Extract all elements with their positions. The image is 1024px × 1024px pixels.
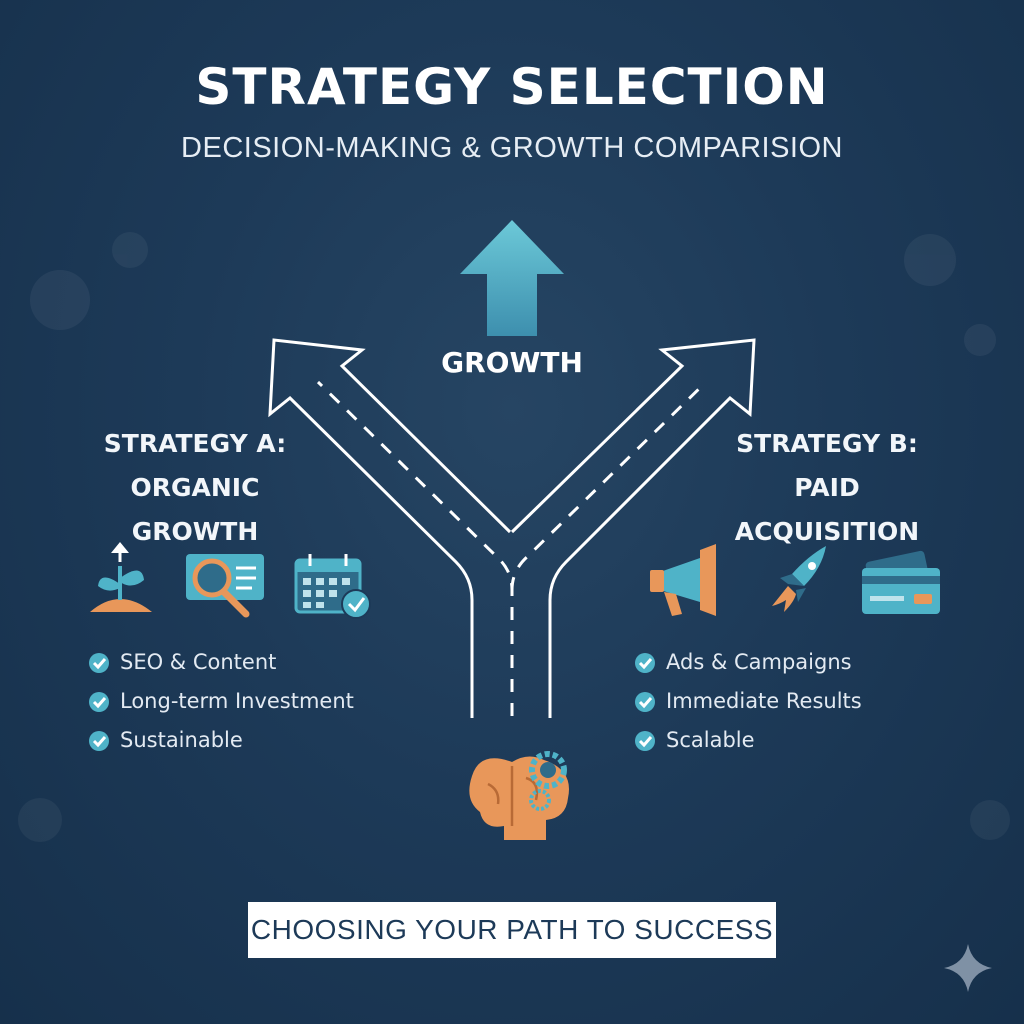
page-title: STRATEGY SELECTION	[195, 58, 829, 116]
calendar-check-icon	[294, 554, 371, 619]
credit-card-icon	[862, 550, 940, 614]
list-item: Sustainable	[88, 721, 354, 760]
strategy-b-heading-line1: STRATEGY B:	[736, 429, 918, 458]
growth-label: GROWTH	[441, 346, 583, 379]
seedling-growth-icon	[90, 542, 152, 612]
strategy-a-heading: STRATEGY A: ORGANIC GROWTH	[70, 422, 320, 554]
list-item: Long-term Investment	[88, 682, 354, 721]
list-item: Immediate Results	[634, 682, 862, 721]
page-subtitle: DECISION-MAKING & GROWTH COMPARISION	[181, 132, 843, 164]
check-icon	[89, 653, 109, 673]
list-item-label: SEO & Content	[120, 650, 277, 674]
strategy-a-list: SEO & Content Long-term Investment Susta…	[88, 643, 354, 760]
background-speckles	[18, 232, 1010, 842]
check-icon	[89, 692, 109, 712]
check-icon	[635, 692, 655, 712]
check-icon	[89, 731, 109, 751]
strategy-a-path-arrow	[268, 338, 512, 718]
strategy-b-heading: STRATEGY B: PAID ACQUISITION	[702, 422, 952, 554]
strategy-b-list: Ads & Campaigns Immediate Results Scalab…	[634, 643, 862, 760]
check-icon	[635, 731, 655, 751]
strategy-b-heading-line2: PAID ACQUISITION	[734, 473, 920, 546]
list-item-label: Scalable	[666, 728, 755, 752]
list-item-label: Immediate Results	[666, 689, 862, 713]
road-dashes	[316, 380, 708, 716]
list-item-label: Long-term Investment	[120, 689, 354, 713]
magnifier-document-icon	[186, 554, 264, 618]
strategy-b-path-arrow	[510, 338, 756, 718]
megaphone-icon	[650, 544, 716, 616]
rocket-icon	[772, 546, 826, 612]
check-icon	[635, 653, 655, 673]
list-item-label: Ads & Campaigns	[666, 650, 852, 674]
list-item: Ads & Campaigns	[634, 643, 862, 682]
strategy-a-heading-line1: STRATEGY A:	[103, 429, 287, 458]
brain-gears-icon	[469, 751, 569, 840]
growth-up-arrow-icon	[460, 220, 564, 336]
list-item: SEO & Content	[88, 643, 354, 682]
list-item: Scalable	[634, 721, 862, 760]
strategy-a-heading-line2: ORGANIC GROWTH	[130, 473, 260, 546]
list-item-label: Sustainable	[120, 728, 243, 752]
footer-banner: CHOOSING YOUR PATH TO SUCCESS	[248, 902, 776, 958]
sparkle-icon	[944, 944, 992, 992]
